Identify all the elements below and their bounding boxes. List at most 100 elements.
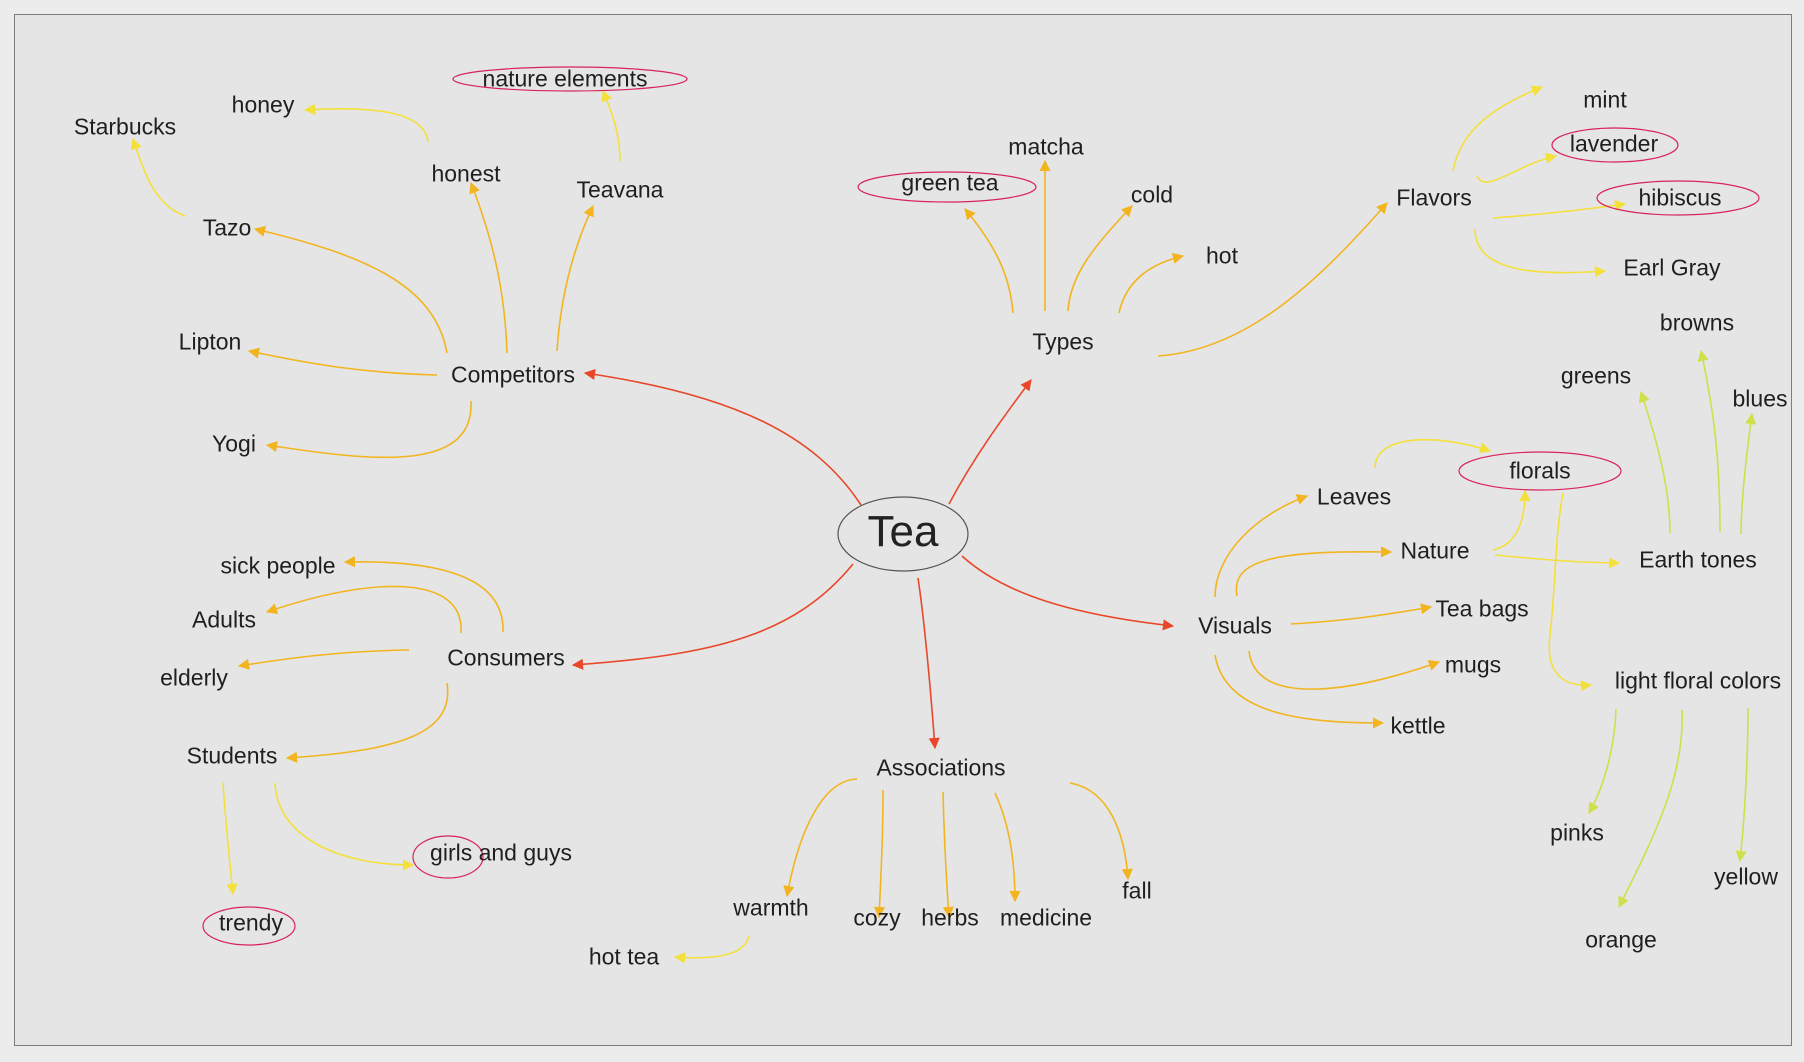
edge-assoc-herbs [942,791,954,919]
edge-tea-visuals [961,555,1175,631]
edge-earthtones-greens [1638,390,1671,534]
node-mugs[interactable]: mugs [1444,651,1502,678]
edge-consumers-sickpeople [343,556,504,633]
node-cold[interactable]: cold [1130,181,1174,208]
edge-flavors-earlgray [1474,228,1607,278]
edge-competitors-teavana [556,204,594,352]
node-students[interactable]: Students [186,742,278,769]
edge-students-girlsguys [274,782,415,871]
edge-assoc-warmth [783,778,858,898]
edge-consumers-adults [265,585,462,634]
edge-teavana-nature [601,89,621,162]
branch-types[interactable]: Types [1032,328,1094,355]
node-trendy[interactable]: trendy [219,909,283,936]
node-yellow[interactable]: yellow [1714,863,1778,890]
branch-visuals[interactable]: Visuals [1198,612,1272,639]
mind-map-canvas: Tea Competitors Types Visuals Consumers … [14,14,1792,1046]
edge-types-flavors [1157,202,1388,357]
node-light-floral-colors[interactable]: light floral colors [1614,667,1782,694]
node-fall[interactable]: fall [1122,877,1152,904]
edge-competitors-yogi [265,400,472,459]
node-teavana[interactable]: Teavana [576,176,664,203]
mind-map-edges [130,66,1760,964]
node-nature[interactable]: Nature [1400,537,1470,564]
edge-tazo-starbucks [130,137,186,217]
edge-visuals-leaves [1214,494,1309,598]
edge-competitors-tazo [253,225,448,354]
node-herbs[interactable]: herbs [921,904,979,931]
edge-types-cold [1067,205,1133,312]
node-blues[interactable]: blues [1732,385,1788,412]
node-lipton[interactable]: Lipton [178,328,242,355]
edge-visuals-nature [1235,546,1393,597]
edge-lightfloral-pinks [1588,708,1617,814]
edge-lightfloral-yellow [1735,707,1749,863]
node-starbucks[interactable]: Starbucks [73,113,177,140]
branch-associations[interactable]: Associations [876,754,1006,781]
branch-competitors[interactable]: Competitors [451,361,575,388]
center-ellipse [837,496,969,572]
highlight-nature-elements [452,66,688,92]
node-warmth[interactable]: warmth [733,894,809,921]
node-flavors[interactable]: Flavors [1396,184,1472,211]
edge-tea-consumers [571,563,854,670]
node-matcha[interactable]: matcha [1008,133,1084,160]
edge-visuals-mugs [1248,650,1441,690]
edge-competitors-honest [469,181,508,354]
edge-flavors-hibiscus [1492,199,1627,219]
edge-leaves-florals [1374,438,1492,469]
highlight-hibiscus [1596,180,1760,216]
node-elderly[interactable]: elderly [160,664,228,691]
edge-assoc-cozy [873,789,886,919]
edge-flavors-lavender [1476,152,1558,183]
edge-earthtones-blues [1740,412,1757,535]
highlight-girls [412,835,484,879]
center-topic-tea[interactable]: Tea [867,507,939,556]
node-girls-and-guys[interactable]: girls and guys [430,839,572,866]
node-green-tea[interactable]: green tea [901,169,999,196]
highlight-trendy [202,906,296,946]
edge-visuals-kettle [1214,654,1385,729]
edge-flavors-mint [1452,85,1544,172]
node-kettle[interactable]: kettle [1390,712,1446,739]
node-sick-people[interactable]: sick people [220,552,336,579]
node-earl-gray[interactable]: Earl Gray [1623,254,1721,281]
node-pinks[interactable]: pinks [1550,819,1604,846]
node-cozy[interactable]: cozy [853,904,901,931]
node-honest[interactable]: honest [431,160,501,187]
node-earth-tones[interactable]: Earth tones [1639,546,1757,573]
node-hot[interactable]: hot [1206,242,1238,269]
node-mint[interactable]: mint [1583,86,1627,113]
node-hot-tea[interactable]: hot tea [588,943,660,970]
edge-tea-competitors [583,368,862,506]
edge-lightfloral-orange [1618,709,1683,909]
edge-types-hot [1118,252,1185,314]
node-hibiscus[interactable]: hibiscus [1638,184,1722,211]
node-honey[interactable]: honey [231,91,295,118]
edge-warmth-hottea [673,935,750,964]
node-florals[interactable]: florals [1509,457,1571,484]
node-adults[interactable]: Adults [192,606,256,633]
edge-types-greentea [964,208,1014,314]
highlight-lavender [1551,127,1679,163]
node-leaves[interactable]: Leaves [1316,483,1392,510]
branch-consumers[interactable]: Consumers [447,644,565,671]
edge-nature-florals [1492,489,1531,551]
node-browns[interactable]: browns [1659,309,1735,336]
node-nature-elements[interactable]: nature elements [482,65,648,92]
node-lavender[interactable]: lavender [1569,130,1659,157]
node-tazo[interactable]: Tazo [202,214,252,241]
edge-tea-associations [917,577,940,750]
highlight-florals [1458,451,1622,491]
node-yogi[interactable]: Yogi [212,430,256,457]
edge-consumers-students [285,682,449,763]
edge-earthtones-browns [1697,349,1721,533]
edge-tea-types [948,379,1032,505]
node-tea-bags[interactable]: Tea bags [1435,595,1529,622]
edge-visuals-teabags [1290,603,1433,625]
edge-florals-lightfloral [1548,492,1593,692]
node-medicine[interactable]: medicine [999,904,1093,931]
edge-students-trendy [222,782,238,896]
node-orange[interactable]: orange [1585,926,1657,953]
node-greens[interactable]: greens [1560,362,1632,389]
